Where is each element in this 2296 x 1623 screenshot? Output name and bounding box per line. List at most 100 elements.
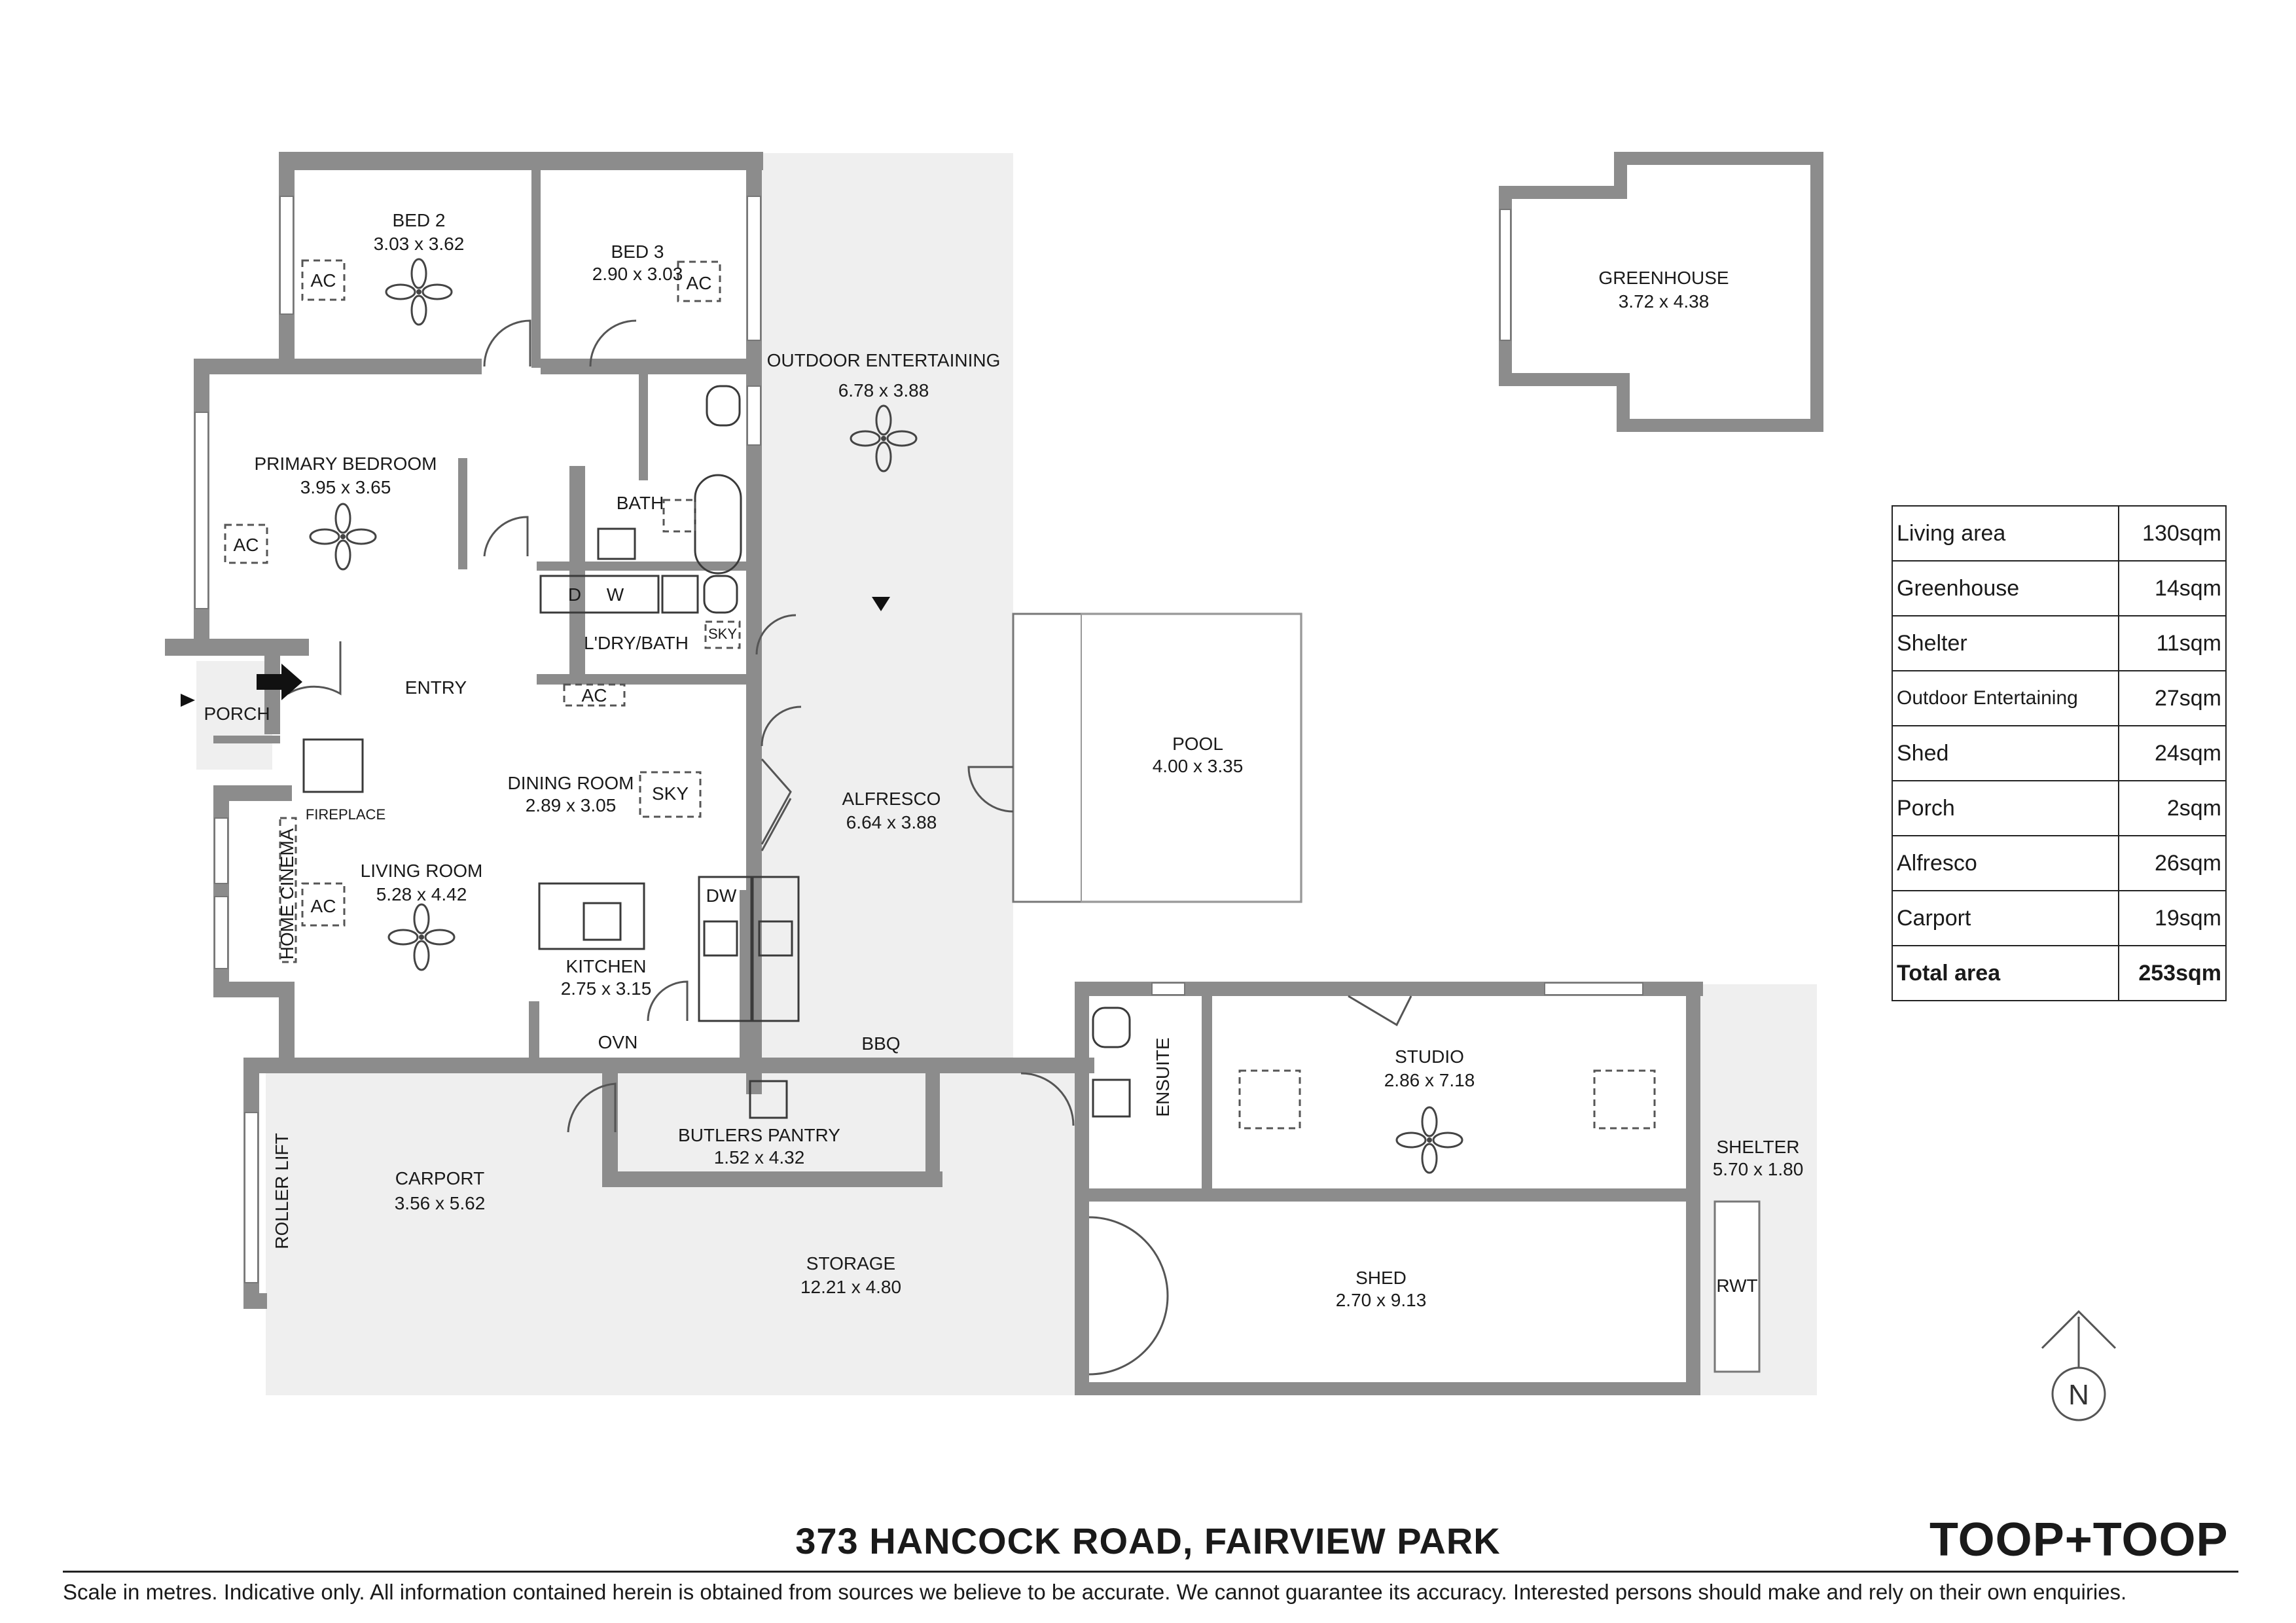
ceiling-fan-icon <box>387 903 456 971</box>
living-room-dims: 5.28 x 4.42 <box>376 884 467 904</box>
studio-name: STUDIO <box>1395 1046 1464 1067</box>
dryer-label: D <box>568 584 581 605</box>
area-value: 130sqm <box>2118 505 2227 562</box>
area-label: Shelter <box>1892 615 2119 671</box>
ensuite-name: ENSUITE <box>1153 1037 1173 1116</box>
alfresco-name: ALFRESCO <box>842 789 941 809</box>
carport-dims: 3.56 x 5.62 <box>395 1193 486 1213</box>
kitchen-name: KITCHEN <box>566 956 647 976</box>
entry-name: ENTRY <box>405 677 467 698</box>
dining-room-dims: 2.89 x 3.05 <box>526 795 617 815</box>
dishwasher-label: DW <box>706 885 737 906</box>
area-value: 253sqm <box>2118 945 2227 1001</box>
pool-name: POOL <box>1172 734 1223 754</box>
butlers-pantry-dims: 1.52 x 4.32 <box>714 1147 805 1168</box>
storage-dims: 12.21 x 4.80 <box>800 1277 901 1297</box>
porch-marker-icon <box>181 694 195 707</box>
ceiling-fan-icon <box>385 258 453 326</box>
area-value: 2sqm <box>2118 780 2227 836</box>
bed3-name: BED 3 <box>611 241 664 262</box>
bed3-dims: 2.90 x 3.03 <box>592 264 683 284</box>
primary-bedroom-dims: 3.95 x 3.65 <box>300 477 391 497</box>
ac-label-living: AC <box>311 896 336 916</box>
dashed-units <box>224 259 1656 1130</box>
bed2-dims: 3.03 x 3.62 <box>374 234 465 254</box>
studio-dims: 2.86 x 7.18 <box>1384 1070 1475 1090</box>
area-label: Outdoor Entertaining <box>1892 670 2119 726</box>
fixtures <box>302 385 1131 1119</box>
area-value: 14sqm <box>2118 560 2227 616</box>
washer-label: W <box>607 584 624 605</box>
shed-dims: 2.70 x 9.13 <box>1336 1290 1427 1310</box>
shed-name: SHED <box>1355 1268 1407 1288</box>
bed2-name: BED 2 <box>393 210 446 230</box>
bbq-label: BBQ <box>861 1033 900 1054</box>
area-value: 26sqm <box>2118 835 2227 891</box>
ac-label-entry: AC <box>582 685 607 705</box>
doors <box>287 319 1412 1376</box>
area-label: Living area <box>1892 505 2119 562</box>
area-value: 11sqm <box>2118 615 2227 671</box>
outdoor-entertaining-area <box>762 153 1013 614</box>
north-arrow-icon: N <box>2041 1310 2117 1421</box>
brand-logo: TOOP+TOOP <box>1929 1514 2229 1566</box>
shelter-name: SHELTER <box>1716 1137 1799 1157</box>
fireplace-name: FIREPLACE <box>306 806 386 823</box>
studio-shed-walls <box>1075 982 1703 1395</box>
footer-divider <box>63 1571 2238 1573</box>
area-label: Porch <box>1892 780 2119 836</box>
ac-label-bed2: AC <box>311 270 336 291</box>
property-address: 373 HANCOCK ROAD, FAIRVIEW PARK <box>795 1520 1501 1561</box>
greenhouse-dims: 3.72 x 4.38 <box>1619 291 1710 312</box>
area-value: 19sqm <box>2118 890 2227 946</box>
porch-name: PORCH <box>204 704 270 724</box>
outdoor-entertaining-dims: 6.78 x 3.88 <box>838 380 929 401</box>
area-label: Alfresco <box>1892 835 2119 891</box>
windows <box>194 196 1643 1283</box>
rwt-label: RWT <box>1716 1275 1757 1296</box>
pool-inner-line <box>1081 613 1302 902</box>
ceiling-fan-icon <box>1395 1106 1463 1174</box>
home-cinema-name: HOME CINEMA <box>277 828 297 959</box>
oven-label: OVN <box>598 1032 638 1052</box>
pool-shape <box>1012 613 1302 903</box>
entry-arrow-icon <box>257 664 302 700</box>
storage-area <box>266 1060 1077 1395</box>
sky-label-laundry: SKY <box>708 626 737 642</box>
shelter-dims: 5.70 x 1.80 <box>1713 1159 1804 1179</box>
area-value: 24sqm <box>2118 725 2227 781</box>
disclaimer-text: Scale in metres. Indicative only. All in… <box>63 1580 2127 1604</box>
bath-name: BATH <box>617 493 664 513</box>
ac-label-primary: AC <box>234 535 259 555</box>
living-room-name: LIVING ROOM <box>361 861 483 881</box>
area-label: Shed <box>1892 725 2119 781</box>
kitchen-dims: 2.75 x 3.15 <box>561 978 652 999</box>
area-label: Carport <box>1892 890 2119 946</box>
dining-room-name: DINING ROOM <box>508 773 634 793</box>
sky-label-dining: SKY <box>652 783 689 804</box>
area-label: Greenhouse <box>1892 560 2119 616</box>
roller-lift-name: ROLLER LIFT <box>272 1133 292 1249</box>
alfresco-dims: 6.64 x 3.88 <box>846 812 937 832</box>
primary-bedroom-name: PRIMARY BEDROOM <box>254 454 437 474</box>
outdoor-entertaining-name: OUTDOOR ENTERTAINING <box>767 350 1001 370</box>
north-label: N <box>2068 1379 2089 1411</box>
area-label: Total area <box>1892 945 2119 1001</box>
carport-name: CARPORT <box>395 1168 484 1188</box>
rwt-tank <box>1713 1200 1761 1373</box>
ac-label-bed3: AC <box>687 273 712 293</box>
laundry-name: L'DRY/BATH <box>584 633 689 653</box>
area-value: 27sqm <box>2118 670 2227 726</box>
butlers-pantry-name: BUTLERS PANTRY <box>678 1125 840 1145</box>
